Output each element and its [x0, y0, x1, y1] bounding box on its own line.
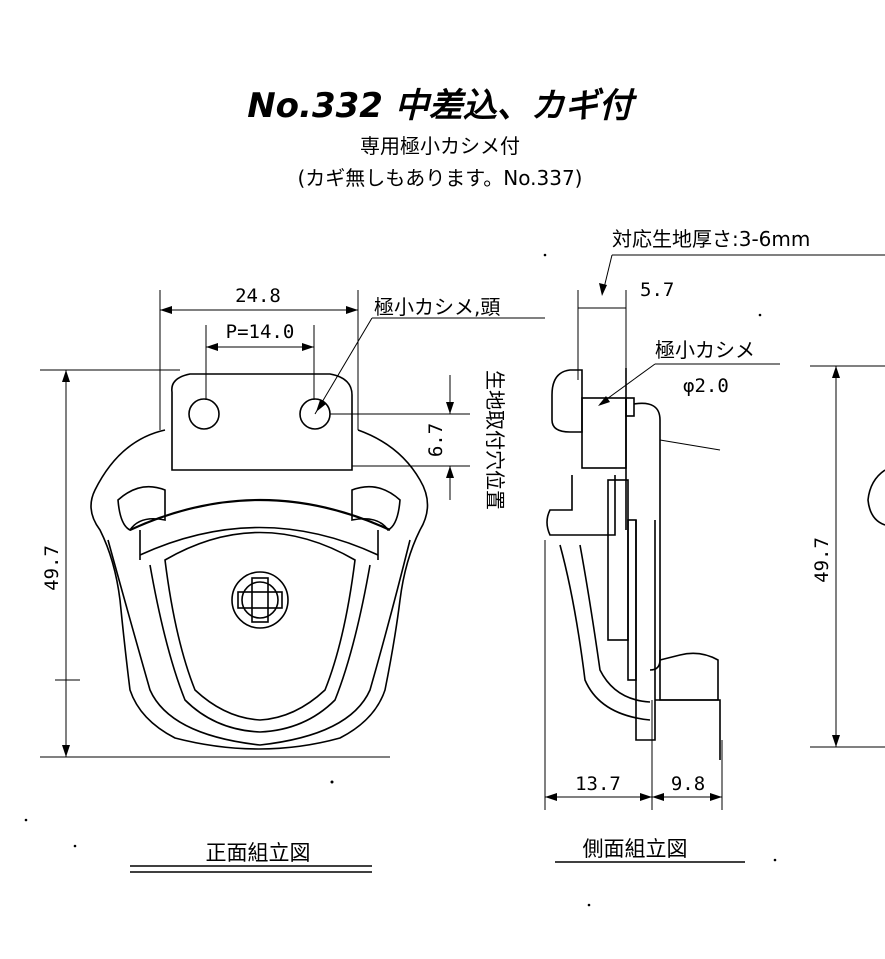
drawing-title: No.332 中差込、カギ付 — [247, 86, 638, 126]
back-view: 49.7 — [810, 365, 885, 748]
dim-pitch: P=14.0 — [226, 321, 295, 343]
drawing-note: (カギ無しもあります。No.337) — [298, 166, 583, 190]
dim-height-back: 49.7 — [811, 537, 833, 583]
label-hole-position: 生地取付穴位置 — [483, 370, 507, 510]
dim-side-depth: 13.7 — [575, 773, 621, 795]
side-view: 対応生地厚さ:3-6mm 5.7 極小カシメ φ2.0 — [544, 227, 885, 863]
dim-width: 24.8 — [235, 285, 281, 307]
drawing-subtitle: 専用極小カシメ付 — [360, 134, 520, 158]
caption-front-view: 正面組立図 — [206, 841, 311, 865]
label-rivet-head: 極小カシメ,頭 — [374, 295, 500, 319]
dim-top-side: 5.7 — [640, 279, 674, 301]
dim-height-front: 49.7 — [41, 545, 63, 591]
caption-side-view: 側面組立図 — [583, 837, 688, 861]
scan-speckles — [24, 253, 777, 907]
label-fabric-thickness: 対応生地厚さ:3-6mm — [612, 227, 810, 251]
label-rivet: 極小カシメ — [655, 338, 755, 362]
label-rivet-dia: φ2.0 — [683, 375, 729, 397]
dim-side-back: 9.8 — [671, 773, 705, 795]
front-view: 24.8 P=14.0 極小カシメ,頭 6.7 生地取付穴位置 — [40, 285, 545, 873]
dim-hole-offset: 6.7 — [425, 423, 447, 457]
